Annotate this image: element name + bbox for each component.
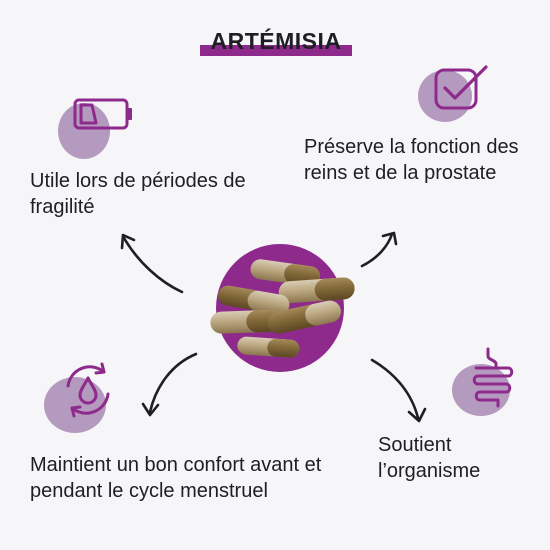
icon-blob (58, 103, 110, 159)
intestine-icon (472, 347, 514, 408)
title-block: ARTÉMISIA (196, 28, 356, 60)
battery-low-icon (73, 98, 132, 130)
icon-blob (452, 364, 510, 416)
water-drop-cycle-icon (66, 362, 110, 418)
icon-blob (44, 377, 106, 433)
title-underline (200, 45, 352, 56)
arrow-top-left (122, 236, 184, 294)
herbal-capsules-illustration (210, 244, 355, 372)
arrow-bottom-left (148, 352, 198, 414)
arrow-bottom-right (370, 358, 420, 420)
benefit-label-kidneys: Préserve la fonction des reins et de la … (304, 136, 519, 184)
checkmark-icon (434, 65, 488, 110)
benefit-label-cycle: Maintient un bon confort avant et pendan… (30, 454, 322, 502)
arrow-top-right (360, 232, 394, 268)
benefit-label-fragility: Utile lors de périodes de fragilité (30, 170, 246, 218)
capsules (210, 259, 355, 358)
page-title: ARTÉMISIA (210, 28, 342, 54)
benefit-label-organism: Soutient l’organisme (378, 434, 481, 482)
icon-blob (418, 70, 472, 122)
